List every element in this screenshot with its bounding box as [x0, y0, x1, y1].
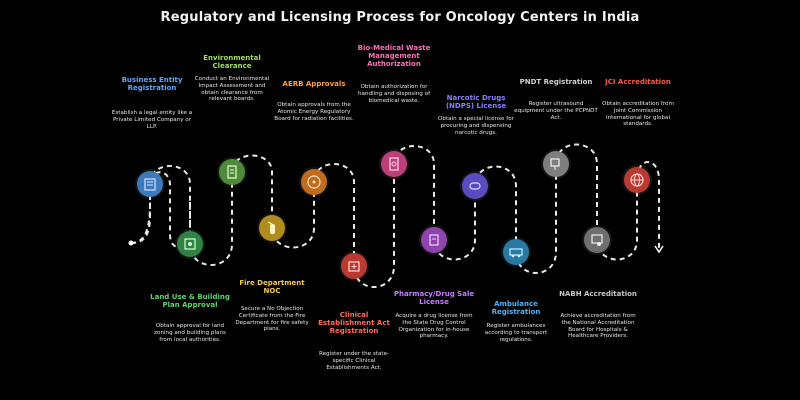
step-13-title: JCI Accreditation [605, 78, 671, 86]
step-5-title: AERB Approvals [282, 80, 346, 88]
step-7-title: Bio-Medical Waste Management Authorizati… [357, 44, 431, 68]
step-2-desc: Obtain approval for land zoning and buil… [154, 323, 226, 343]
start-dot [128, 240, 134, 246]
end-arrow [654, 245, 664, 254]
step-12-title: NABH Accreditation [559, 290, 637, 298]
step-4-title: Fire Department NOC [239, 279, 305, 295]
step-8-title: Pharmacy/Drug Sale License [393, 290, 475, 306]
step-10-title: Ambulance Registration [491, 300, 541, 316]
step-11-desc: Register ultrasound equipment under the … [514, 101, 598, 121]
step-10-desc: Register ambulances according to transpo… [484, 323, 548, 343]
map-icon [177, 231, 203, 257]
step-9-title: Narcotic Drugs (NDPS) License [445, 94, 507, 110]
step-11-title: PNDT Registration [519, 78, 593, 86]
step-6-desc: Register under the state-specific Clinic… [318, 351, 390, 371]
diagram-title: Regulatory and Licensing Process for Onc… [160, 10, 640, 25]
step-12-desc: Achieve accreditation from the National … [560, 313, 636, 340]
step-3-title: Environmental Clearance [203, 54, 261, 70]
radiation-icon [301, 169, 327, 195]
step-3-desc: Conduct an Environmental Impact Assessme… [194, 76, 270, 103]
ultrasound-icon [543, 151, 569, 177]
step-9-desc: Obtain a special license for procuring a… [438, 116, 514, 136]
step-1-title: Business Entity Registration [121, 76, 183, 92]
certificate-icon [584, 227, 610, 253]
ambulance-icon [503, 239, 529, 265]
pharmacy-license-icon [421, 227, 447, 253]
step-13-desc: Obtain accreditation from Joint Commissi… [602, 101, 674, 128]
step-4-desc: Secure a No Objection Certificate from t… [235, 306, 309, 333]
step-5-desc: Obtain approvals from the Atomic Energy … [274, 102, 354, 122]
building-icon [137, 171, 163, 197]
checklist-icon [219, 159, 245, 185]
step-7-desc: Obtain authorization for handling and di… [357, 84, 431, 104]
step-6-title: Clinical Establishment Act Registration [318, 311, 390, 335]
globe-icon [624, 167, 650, 193]
pill-icon [462, 173, 488, 199]
step-2-title: Land Use & Building Plan Approval [150, 293, 230, 309]
hospital-icon [341, 253, 367, 279]
step-8-desc: Acquire a drug license from the State Dr… [395, 313, 473, 340]
waste-document-icon [381, 151, 407, 177]
fire-extinguisher-icon [259, 215, 285, 241]
step-1-desc: Establish a legal entity like a Private … [111, 110, 193, 130]
